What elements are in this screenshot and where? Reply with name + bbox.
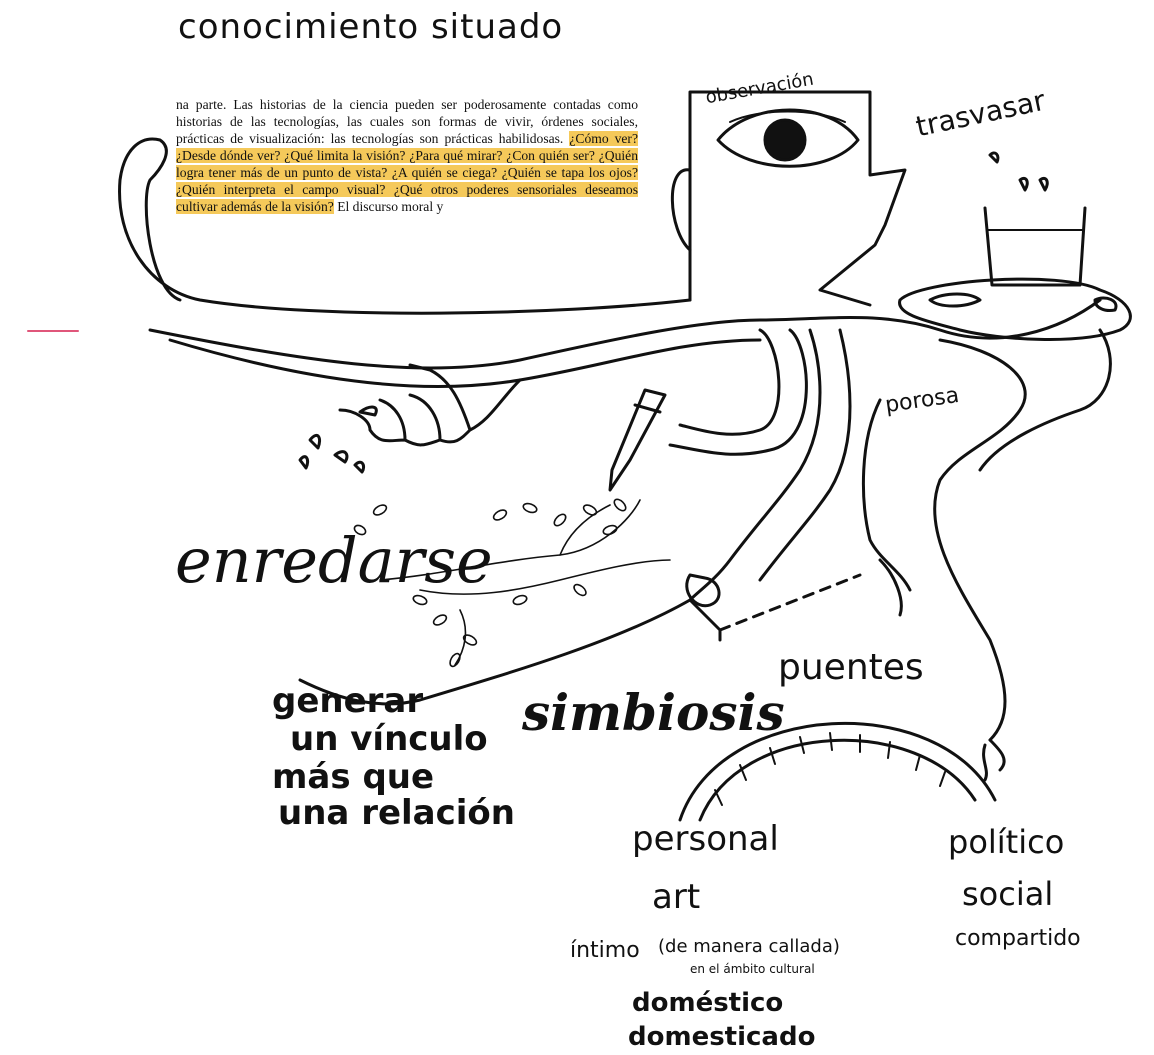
left-hand bbox=[340, 365, 520, 445]
text-clipping: na parte. Las historias de la ciencia pu… bbox=[176, 96, 638, 215]
label-generar-4: una relación bbox=[278, 796, 515, 830]
label-puentes: puentes bbox=[778, 650, 924, 686]
label-simbiosis: simbiosis bbox=[522, 688, 785, 738]
page-title: conocimiento situado bbox=[178, 10, 563, 44]
label-generar-2: un vínculo bbox=[290, 722, 488, 756]
label-generar-3: más que bbox=[272, 760, 434, 794]
arm-inner bbox=[670, 330, 806, 454]
middle-leg bbox=[690, 330, 820, 600]
label-intimo-note-2: en el ámbito cultural bbox=[690, 963, 815, 975]
ear bbox=[672, 170, 690, 250]
label-politico: político bbox=[948, 826, 1064, 858]
right-lower-hand bbox=[863, 400, 910, 615]
label-compartido: compartido bbox=[955, 928, 1081, 950]
label-intimo: íntimo bbox=[570, 940, 640, 962]
label-domesticado: domesticado bbox=[628, 1024, 815, 1050]
eye-icon bbox=[718, 110, 858, 166]
label-social: social bbox=[962, 878, 1053, 910]
right-foot bbox=[984, 740, 1005, 780]
droplets-left bbox=[300, 407, 376, 472]
pencil-icon bbox=[610, 390, 665, 490]
label-intimo-note-1: (de manera callada) bbox=[658, 938, 840, 956]
clipping-text-end: El discurso moral y bbox=[337, 199, 443, 214]
right-limb-inner bbox=[980, 330, 1110, 470]
body-lower bbox=[170, 340, 760, 387]
glass-icon bbox=[985, 153, 1085, 285]
label-enredarse: enredarse bbox=[175, 530, 493, 592]
label-personal: personal bbox=[632, 822, 779, 856]
label-domestico: doméstico bbox=[632, 990, 783, 1016]
dashed-line bbox=[720, 575, 860, 630]
puddle bbox=[900, 279, 1131, 339]
label-generar-1: generar bbox=[272, 684, 423, 718]
label-art: art bbox=[652, 880, 700, 914]
